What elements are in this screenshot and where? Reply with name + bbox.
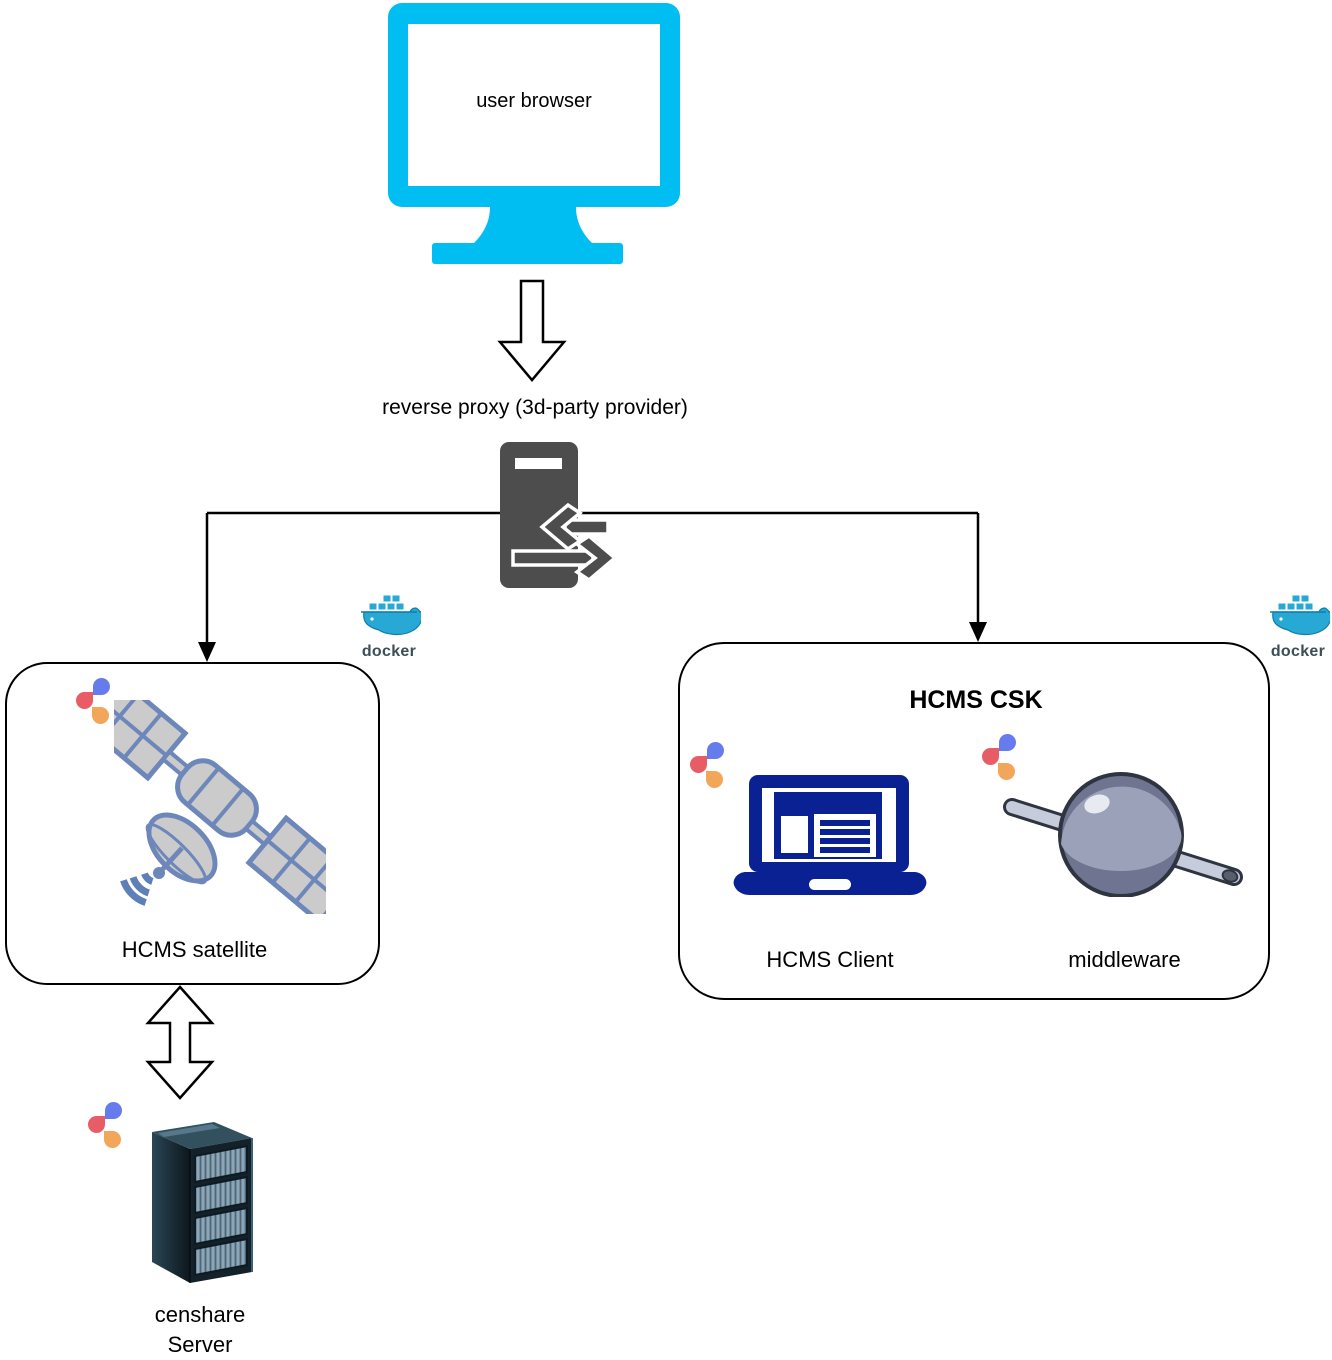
docker-badge-left: docker: [355, 594, 429, 661]
censhare-blob-blue: [105, 1102, 122, 1119]
censhare-blob-orange: [998, 763, 1015, 780]
censhare-logo-icon: [76, 678, 110, 724]
docker-whale-icon: [361, 594, 429, 636]
down-arrow-icon: [497, 279, 567, 382]
satellite-icon: [114, 700, 326, 914]
monitor-icon: [388, 3, 680, 264]
server-rack-icon: [152, 1122, 253, 1283]
censhare-server-label: censhare Server: [154, 1302, 246, 1357]
reverse-proxy-server-icon: [500, 442, 618, 588]
docker-label: docker: [361, 643, 417, 660]
censhare-blob-blue: [93, 678, 110, 695]
censhare-blob-red: [76, 692, 93, 709]
censhare-logo-icon: [88, 1102, 122, 1148]
censhare-logo-icon: [690, 742, 724, 788]
censhare-blob-red: [690, 756, 707, 773]
docker-badge-right: docker: [1264, 594, 1332, 661]
censhare-blob-red: [88, 1116, 105, 1133]
middleware-label: middleware: [1068, 947, 1181, 972]
censhare-blob-blue: [999, 734, 1016, 751]
middleware-sphere-icon: [1003, 772, 1243, 897]
censhare-blob-orange: [104, 1131, 121, 1148]
censhare-blob-orange: [706, 771, 723, 788]
left-arrowhead-icon: [198, 642, 216, 662]
censhare-logo-icon: [982, 734, 1016, 780]
hcms-client-label: HCMS Client: [766, 947, 894, 972]
censhare-blob-blue: [707, 742, 724, 759]
hcms-satellite-label: HCMS satellite: [121, 937, 268, 962]
reverse-proxy-label: reverse proxy (3d-party provider): [382, 396, 688, 419]
right-arrowhead-icon: [969, 622, 987, 642]
docker-label: docker: [1270, 643, 1326, 660]
hcms-satellite-box: HCMS satellite: [5, 662, 380, 985]
hcms-csk-box: HCMS CSK: [678, 642, 1270, 1000]
censhare-blob-orange: [92, 707, 109, 724]
docker-whale-icon: [1270, 594, 1332, 636]
censhare-blob-red: [982, 748, 999, 765]
laptop-icon: [733, 775, 927, 895]
user-browser-label: user browser: [476, 90, 592, 112]
double-arrow-icon: [145, 985, 215, 1100]
hcms-csk-title: HCMS CSK: [909, 686, 1043, 714]
